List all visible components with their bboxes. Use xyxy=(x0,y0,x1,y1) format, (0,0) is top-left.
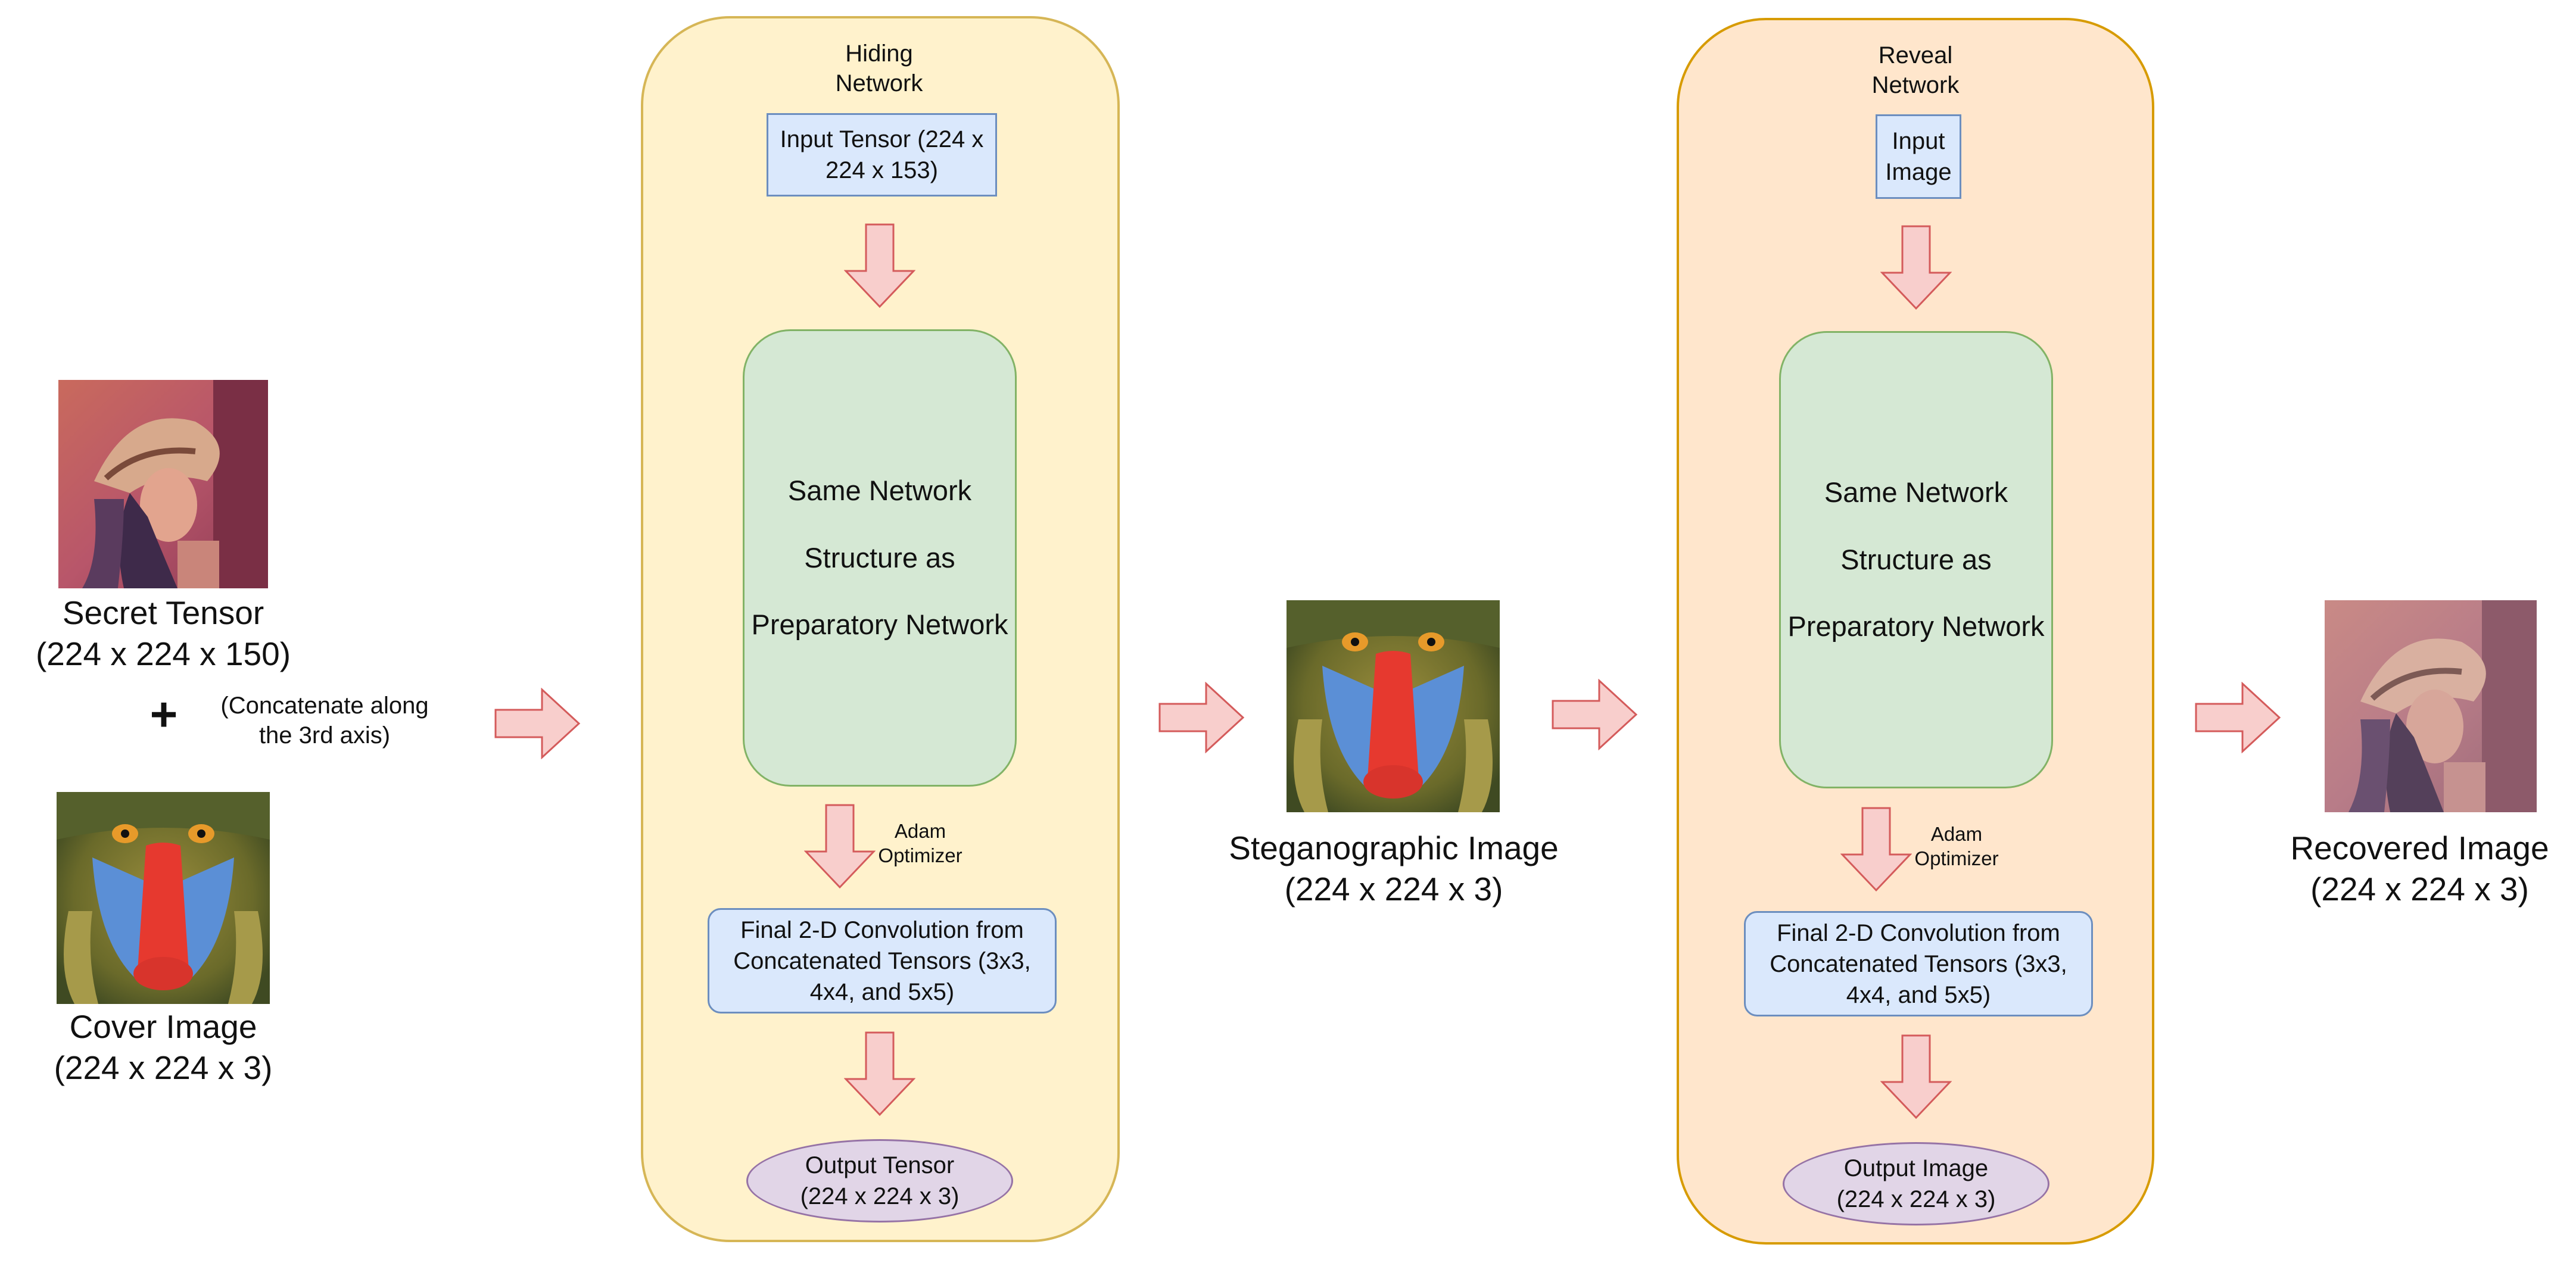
reveal-conv-line1: Final 2-D Convolution from xyxy=(1777,919,2060,946)
cover-image xyxy=(57,792,270,1004)
reveal-conv-line3: 4x4, and 5x5) xyxy=(1846,981,1991,1008)
hiding-input-tensor-box: Input Tensor (224 x 224 x 153) xyxy=(767,113,997,197)
reveal-network-body: Same Network Structure as Preparatory Ne… xyxy=(1779,331,2053,788)
reveal-body-line3: Preparatory Network xyxy=(1787,610,2045,643)
hiding-output-line1: Output Tensor xyxy=(805,1152,955,1178)
hiding-conv-line3: 4x4, and 5x5) xyxy=(809,978,955,1005)
recovered-label-line1: Recovered Image xyxy=(2290,829,2549,866)
secret-label: Secret Tensor (224 x 224 x 150) xyxy=(0,592,326,675)
stego-image xyxy=(1287,600,1500,812)
reveal-output-line1: Output Image xyxy=(1843,1155,1989,1181)
reveal-arrow-1 xyxy=(1880,225,1952,310)
recovered-image xyxy=(2325,600,2537,812)
concat-note-line1: (Concatenate along xyxy=(220,693,429,719)
hiding-conv-line1: Final 2-D Convolution from xyxy=(740,916,1024,943)
reveal-conv-line2: Concatenated Tensors (3x3, xyxy=(1770,950,2067,977)
reveal-optimizer-line1: Adam xyxy=(1930,823,1983,845)
reveal-output-line2: (224 x 224 x 3) xyxy=(1836,1186,1996,1212)
hiding-output-line2: (224 x 224 x 3) xyxy=(800,1183,960,1209)
stego-label-line1: Steganographic Image xyxy=(1229,829,1559,866)
recovered-label: Recovered Image (224 x 224 x 3) xyxy=(2263,828,2576,910)
hiding-arrow-2 xyxy=(804,804,876,889)
concat-note: (Concatenate along the 3rd axis) xyxy=(205,691,444,750)
hiding-final-conv-box: Final 2-D Convolution from Concatenated … xyxy=(708,908,1057,1013)
reveal-title-line1: Reveal xyxy=(1878,42,1953,68)
hiding-input-line2: 224 x 153) xyxy=(825,157,938,183)
arrow-to-hiding-network xyxy=(494,688,581,759)
hiding-arrow-1 xyxy=(844,223,915,308)
reveal-optimizer-line2: Optimizer xyxy=(1914,847,1999,870)
hiding-title-line2: Network xyxy=(835,70,923,96)
hiding-optimizer-line2: Optimizer xyxy=(878,844,963,867)
cover-label-line2: (224 x 224 x 3) xyxy=(54,1049,273,1086)
secret-image xyxy=(58,380,268,588)
hiding-network-body: Same Network Structure as Preparatory Ne… xyxy=(743,329,1017,787)
reveal-arrow-3 xyxy=(1880,1034,1952,1119)
hiding-title-line1: Hiding xyxy=(845,40,913,67)
hiding-body-line3: Preparatory Network xyxy=(751,609,1008,641)
recovered-label-line2: (224 x 224 x 3) xyxy=(2310,870,2529,908)
reveal-optimizer-label: Adam Optimizer xyxy=(1897,822,2016,871)
hiding-input-line1: Input Tensor (224 x xyxy=(780,126,984,152)
secret-label-line2: (224 x 224 x 150) xyxy=(35,635,291,672)
arrow-to-reveal-network xyxy=(1552,679,1638,750)
arrow-to-stego-image xyxy=(1158,682,1245,753)
plus-sign: + xyxy=(149,688,178,741)
reveal-network-title: Reveal Network xyxy=(1796,40,2035,100)
secret-label-line1: Secret Tensor xyxy=(62,594,264,631)
hiding-body-line1: Same Network xyxy=(787,475,972,507)
reveal-body-line2: Structure as xyxy=(1840,543,1992,575)
hiding-network-title: Hiding Network xyxy=(760,39,998,98)
reveal-body-line1: Same Network xyxy=(1824,476,2008,509)
reveal-input-line2: Image xyxy=(1885,159,1952,185)
reveal-input-image-box: Input Image xyxy=(1876,114,1961,199)
cover-label-line1: Cover Image xyxy=(69,1008,257,1045)
hiding-conv-line2: Concatenated Tensors (3x3, xyxy=(733,947,1031,974)
reveal-input-line1: Input xyxy=(1892,128,1945,154)
concat-note-line2: the 3rd axis) xyxy=(258,722,391,749)
hiding-optimizer-label: Adam Optimizer xyxy=(861,819,980,868)
stego-label-line2: (224 x 224 x 3) xyxy=(1284,870,1503,908)
hiding-output-tensor: Output Tensor (224 x 224 x 3) xyxy=(746,1139,1013,1223)
cover-label: Cover Image (224 x 224 x 3) xyxy=(0,1006,326,1089)
arrow-to-recovered-image xyxy=(2195,682,2281,753)
reveal-arrow-2 xyxy=(1840,807,1912,892)
hiding-optimizer-line1: Adam xyxy=(894,820,946,842)
hiding-arrow-3 xyxy=(844,1031,915,1117)
reveal-final-conv-box: Final 2-D Convolution from Concatenated … xyxy=(1744,911,2093,1016)
reveal-output-image: Output Image (224 x 224 x 3) xyxy=(1783,1142,2049,1225)
reveal-title-line2: Network xyxy=(1871,72,1960,98)
stego-label: Steganographic Image (224 x 224 x 3) xyxy=(1185,828,1602,910)
hiding-body-line2: Structure as xyxy=(804,541,955,573)
